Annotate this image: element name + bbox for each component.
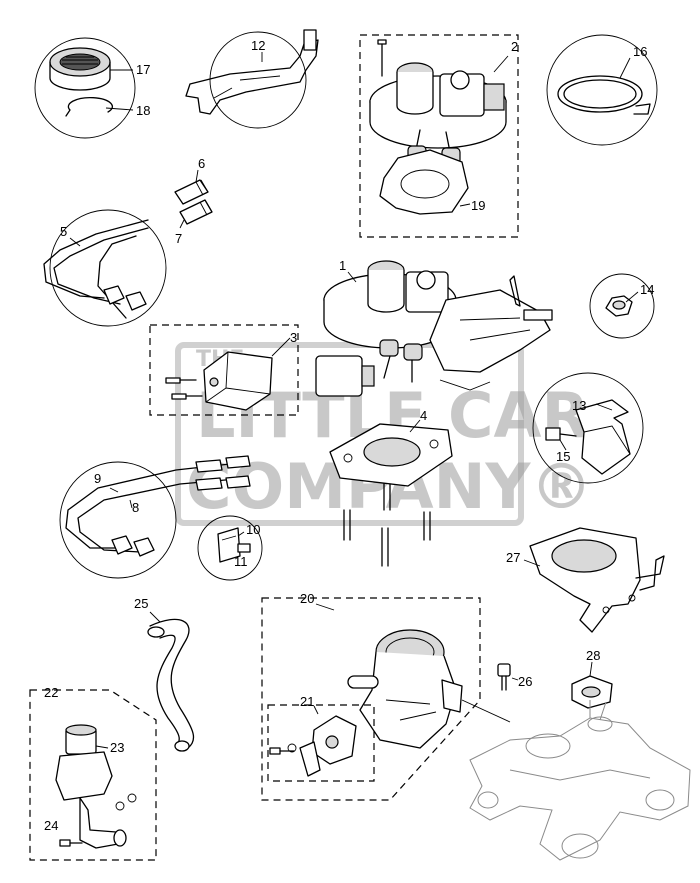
callout-17: 17 — [136, 62, 150, 77]
callout-11: 11 — [234, 554, 248, 569]
part-2-upper-housing — [359, 34, 519, 238]
callout-3: 3 — [290, 330, 297, 345]
inlet-manifold — [469, 700, 691, 861]
callout-28: 28 — [586, 648, 600, 663]
callout-25: 25 — [134, 596, 148, 611]
part-14-nut — [589, 273, 655, 339]
callout-26: 26 — [518, 674, 532, 689]
callout-12: 12 — [251, 38, 265, 53]
part-16-gasket — [546, 34, 658, 146]
callout-5: 5 — [60, 224, 67, 239]
part-8-9-pipes — [59, 455, 251, 579]
part-22-idle-valve — [29, 689, 157, 861]
part-20-throttle-body — [261, 597, 511, 801]
callout-16: 16 — [633, 44, 647, 59]
callout-labels: 17 18 12 2 16 19 6 7 5 1 14 3 13 4 15 9 … — [44, 38, 654, 833]
part-10-11-clip — [197, 515, 263, 581]
callout-7: 7 — [175, 231, 182, 246]
part-21-sensor — [267, 704, 375, 782]
callout-13: 13 — [572, 398, 586, 413]
part-12-bracket — [185, 29, 319, 129]
part-3-sensor — [149, 324, 299, 416]
callout-10: 10 — [246, 522, 260, 537]
callout-21: 21 — [300, 694, 314, 709]
part-26-bolt — [497, 663, 519, 691]
callout-19: 19 — [471, 198, 485, 213]
callout-20: 20 — [300, 591, 314, 606]
part-27-bracket — [523, 527, 665, 633]
part-5-pipes — [43, 209, 167, 327]
callout-15: 15 — [556, 449, 570, 464]
callout-6: 6 — [198, 156, 205, 171]
callout-14: 14 — [640, 282, 654, 297]
part-28-cover — [571, 661, 613, 709]
callout-9: 9 — [94, 471, 101, 486]
part-13-15-bracket — [532, 372, 644, 484]
part-1-main-assembly — [315, 260, 553, 397]
callout-22: 22 — [44, 685, 58, 700]
callout-4: 4 — [420, 408, 427, 423]
callout-1: 1 — [339, 258, 346, 273]
callout-8: 8 — [132, 500, 139, 515]
callout-27: 27 — [506, 550, 520, 565]
part-17-18-group — [34, 37, 136, 139]
part-25-hose — [147, 611, 195, 752]
part-6-7-sleeves — [174, 169, 213, 229]
callout-2: 2 — [511, 39, 518, 54]
callout-24: 24 — [44, 818, 58, 833]
callout-18: 18 — [136, 103, 150, 118]
callout-23: 23 — [110, 740, 124, 755]
part-4-spacer-studs — [329, 419, 453, 567]
